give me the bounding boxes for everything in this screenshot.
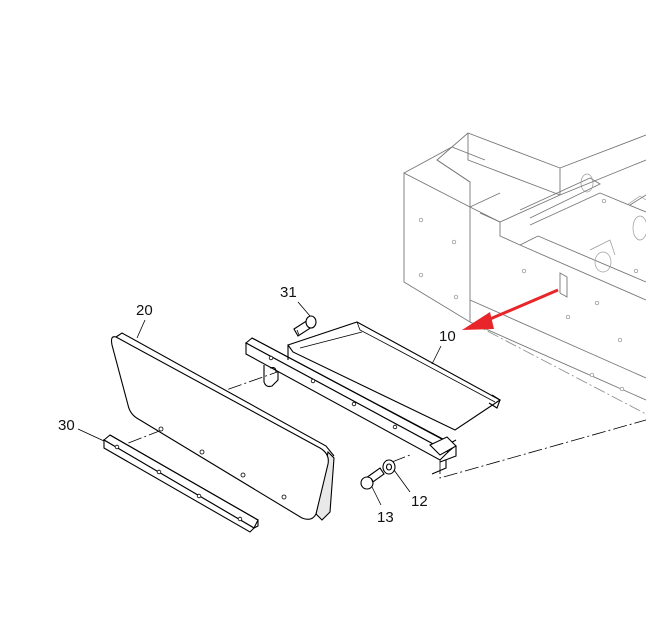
- part-13-bolt: [360, 467, 385, 506]
- machine-frame: [403, 132, 646, 415]
- label-30: 30: [58, 417, 75, 434]
- part-10-bracket: [245, 321, 502, 475]
- part-30-strip: [103, 434, 259, 533]
- label-10: 10: [439, 328, 456, 345]
- label-12: 12: [411, 493, 428, 510]
- callout-labels: 31 20 10 30 12 13: [58, 284, 456, 526]
- part-12-washer: [382, 459, 411, 493]
- label-20: 20: [136, 302, 153, 319]
- part-31-screw: [293, 301, 317, 337]
- label-31: 31: [280, 284, 297, 301]
- location-arrow: [462, 288, 559, 330]
- label-13: 13: [377, 509, 394, 526]
- leader-lines: [77, 319, 442, 442]
- part-20-panel: [110, 332, 335, 521]
